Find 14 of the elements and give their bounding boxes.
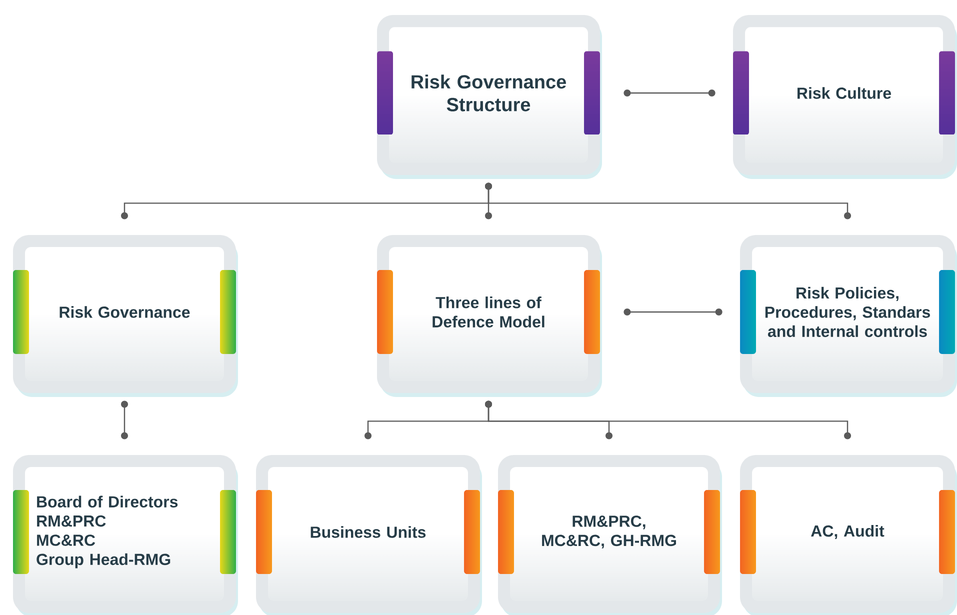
connector xyxy=(485,182,852,220)
rounded-card: Risk Governance Structure xyxy=(377,15,602,179)
connector xyxy=(624,308,722,316)
connector xyxy=(485,400,852,440)
rounded-card: Risk Culture xyxy=(733,15,957,179)
connector xyxy=(624,90,716,96)
rounded-card: Risk Policies, Procedures, Standars and Internal controls xyxy=(740,235,957,397)
rounded-card: Business Units xyxy=(256,455,482,615)
rounded-card: RM&PRC, MC&RC, GH-RMG xyxy=(498,455,722,615)
rounded-card: Board of Directors RM&PRC MC&RC Group Head-RMG xyxy=(13,455,238,615)
rounded-card: AC, Audit xyxy=(740,455,957,615)
rounded-card: Three lines of Defence Model xyxy=(377,235,602,397)
rounded-card: Risk Governance xyxy=(13,235,238,397)
connector xyxy=(121,400,128,440)
